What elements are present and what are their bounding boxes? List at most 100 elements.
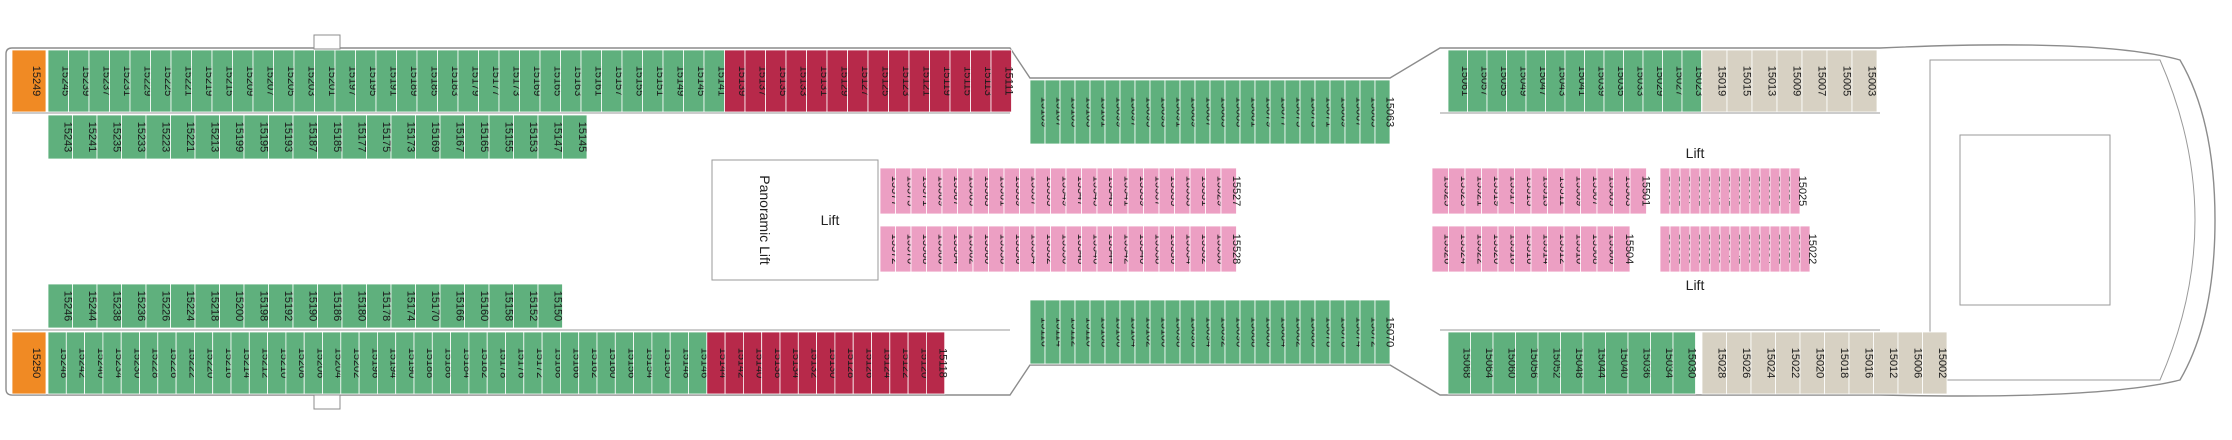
cabin-15005[interactable] (1826, 49, 1853, 113)
cabin-15003[interactable] (1851, 49, 1878, 113)
cabin-number: 15193 (282, 122, 294, 153)
cabin-15192[interactable] (268, 283, 294, 329)
cabin-15018[interactable] (1824, 331, 1850, 395)
cabin-number: 15048 (1573, 348, 1585, 379)
cabin-15226[interactable] (145, 283, 171, 329)
cabin-number: 15056 (1528, 348, 1540, 379)
cabin-15063[interactable] (1374, 79, 1391, 145)
cabin-15158[interactable] (488, 283, 514, 329)
cabin-number: 15241 (86, 122, 98, 153)
cabin-15173[interactable] (390, 114, 416, 160)
cabin-number: 15018 (1838, 348, 1850, 379)
cabin-number: 15052 (1550, 348, 1562, 379)
cabin-15025[interactable] (1789, 167, 1801, 215)
cabin-number: 15221 (184, 122, 196, 153)
cabin-15020[interactable] (1799, 331, 1825, 395)
cabin-number: 15034 (1663, 348, 1675, 379)
cabin-15238[interactable] (96, 283, 122, 329)
cabin-15026[interactable] (1726, 331, 1752, 395)
cabin-15177[interactable] (341, 114, 367, 160)
cabin-number: 15019 (1716, 66, 1728, 97)
cabin-15224[interactable] (170, 283, 196, 329)
cabin-15200[interactable] (219, 283, 245, 329)
cabin-number: 15170 (429, 291, 441, 322)
cabin-15198[interactable] (243, 283, 269, 329)
cabin-number: 15150 (551, 291, 563, 322)
cabin-number: 15238 (110, 291, 122, 322)
cabin-15006[interactable] (1897, 331, 1923, 395)
cabin-15250[interactable] (11, 331, 47, 395)
cabin-15030[interactable] (1672, 331, 1696, 395)
cabin-15235[interactable] (96, 114, 122, 160)
cabin-number: 15152 (527, 291, 539, 322)
cabin-15185[interactable] (317, 114, 343, 160)
panoramic-lift-label: Panoramic Lift (757, 175, 773, 265)
cabin-number: 15165 (478, 122, 490, 153)
cabin-15501[interactable] (1629, 167, 1647, 215)
cabin-15223[interactable] (145, 114, 171, 160)
cabin-15155[interactable] (488, 114, 514, 160)
cabin-number: 15218 (208, 291, 220, 322)
cabin-number: 15200 (233, 291, 245, 322)
cabin-15187[interactable] (292, 114, 318, 160)
cabin-15150[interactable] (537, 283, 563, 329)
cabin-number: 15177 (355, 122, 367, 153)
cabin-15180[interactable] (341, 283, 367, 329)
cabin-number: 15169 (429, 122, 441, 153)
cabin-15170[interactable] (415, 283, 441, 329)
cabin-15118[interactable] (926, 331, 946, 395)
cabin-number: 15244 (86, 291, 98, 322)
bow-structure (1929, 59, 2196, 381)
cabin-15024[interactable] (1750, 331, 1776, 395)
cabin-15019[interactable] (1701, 49, 1728, 113)
bow-module (1959, 134, 2111, 306)
cabin-15178[interactable] (366, 283, 392, 329)
cabin-15528[interactable] (1220, 225, 1237, 273)
cabin-15165[interactable] (464, 114, 490, 160)
cabin-number: 15186 (331, 291, 343, 322)
cabin-15193[interactable] (268, 114, 294, 160)
cabin-15249[interactable] (11, 49, 47, 113)
cabin-15023[interactable] (1681, 49, 1702, 113)
cabin-number: 15527 (1230, 176, 1242, 207)
lift-label: Lift (821, 212, 840, 228)
cabin-15199[interactable] (219, 114, 245, 160)
cabin-number: 15040 (1618, 348, 1630, 379)
cabin-15213[interactable] (194, 114, 220, 160)
cabin-15070[interactable] (1374, 299, 1391, 365)
cabin-15246[interactable] (47, 283, 73, 329)
cabin-15243[interactable] (47, 114, 73, 160)
cabin-number: 15235 (110, 122, 122, 153)
cabin-15007[interactable] (1801, 49, 1828, 113)
cabin-number: 15198 (257, 291, 269, 322)
cabin-number: 15178 (380, 291, 392, 322)
cabin-15015[interactable] (1726, 49, 1753, 113)
cabin-number: 15180 (355, 291, 367, 322)
cabin-number: 15501 (1639, 176, 1651, 207)
cabin-15527[interactable] (1220, 167, 1237, 215)
cabin-15147[interactable] (537, 114, 563, 160)
cabin-15221[interactable] (170, 114, 196, 160)
cabin-15022[interactable] (1799, 225, 1811, 273)
cabin-number: 15158 (502, 291, 514, 322)
cabin-number: 15145 (576, 122, 588, 153)
cabin-15009[interactable] (1776, 49, 1803, 113)
cabin-number: 15022 (1789, 348, 1801, 379)
cabin-15186[interactable] (317, 283, 343, 329)
cabin-15152[interactable] (513, 283, 539, 329)
cabin-15016[interactable] (1848, 331, 1874, 395)
cabin-15153[interactable] (513, 114, 539, 160)
cabin-15195[interactable] (243, 114, 269, 160)
cabin-15028[interactable] (1701, 331, 1727, 395)
cabin-15504[interactable] (1613, 225, 1631, 273)
cabin-15175[interactable] (366, 114, 392, 160)
cabin-number: 15187 (306, 122, 318, 153)
stern-tab-top (313, 34, 341, 50)
cabin-15190[interactable] (292, 283, 318, 329)
cabin-15145[interactable] (562, 114, 588, 160)
cabin-15002[interactable] (1922, 331, 1948, 395)
cabin-15111[interactable] (990, 49, 1012, 113)
cabin-15012[interactable] (1873, 331, 1899, 395)
cabin-15166[interactable] (439, 283, 465, 329)
